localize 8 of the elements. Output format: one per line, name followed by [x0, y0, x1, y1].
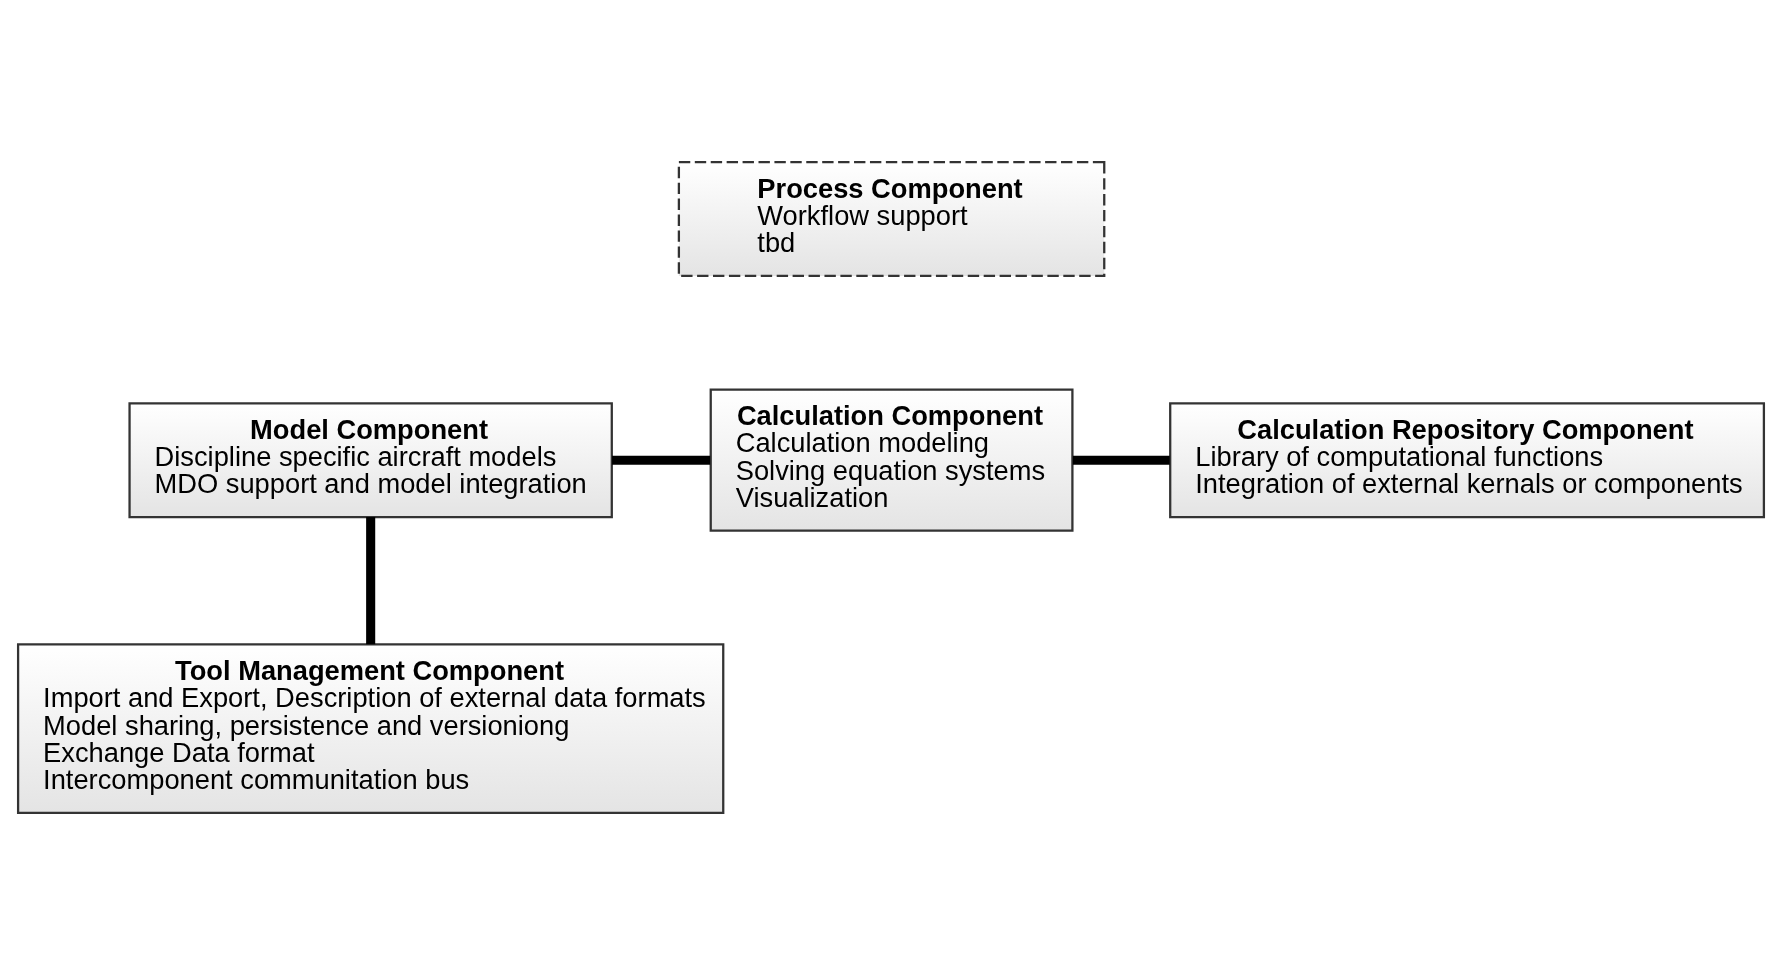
connector: [365, 516, 375, 644]
node-box: Model Component Discipline specific aircraft models MDO support and model integration: [127, 401, 613, 518]
connector: [611, 455, 710, 465]
node-box: Calculation Repository Component Library of computational functions Integration of external kernals or components: [1168, 401, 1765, 518]
connector: [1072, 455, 1170, 465]
node-box: Tool Management Component Import and Export, Description of external data formats Model sharing, persistence and versioniong Exchange Data format Intercomponent communitation bus: [16, 642, 724, 814]
node-box: Process Component Workflow support tbd: [677, 160, 1105, 277]
node-box: Calculation Component Calculation modeling Solving equation systems Visualization: [709, 388, 1074, 532]
